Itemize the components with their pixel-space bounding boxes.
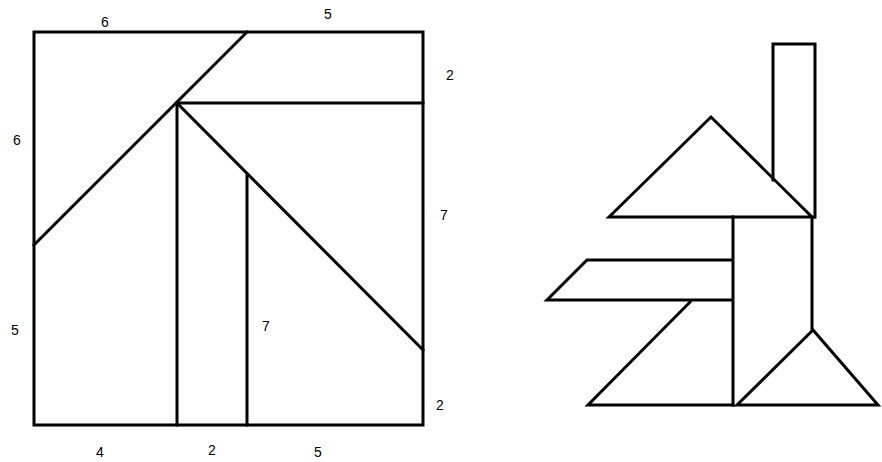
- dimension-label: 4: [96, 445, 104, 459]
- cut-line: [177, 102, 423, 105]
- dimension-label: 2: [208, 443, 216, 457]
- body-piece: [811, 217, 814, 330]
- dimension-label: 7: [262, 319, 270, 333]
- square-outline: [34, 32, 423, 425]
- cut-line: [177, 103, 423, 350]
- left-triangle: [588, 302, 733, 405]
- cut-line: [176, 103, 179, 425]
- cut-line: [34, 32, 247, 245]
- dimension-label: 2: [446, 68, 454, 82]
- cut-line: [246, 175, 249, 425]
- right-triangle: [737, 330, 878, 405]
- roof-triangle: [609, 117, 812, 217]
- parallelogram-piece: [547, 260, 731, 300]
- dimension-label: 5: [11, 323, 19, 337]
- dimension-label: 5: [314, 445, 322, 459]
- dimension-label: 2: [436, 398, 444, 412]
- chimney-piece: [773, 44, 815, 217]
- body-piece: [732, 217, 735, 405]
- dimension-label: 6: [13, 133, 21, 147]
- dimension-label: 5: [324, 7, 332, 21]
- dimension-label: 6: [101, 15, 109, 29]
- dimension-label: 7: [440, 208, 448, 222]
